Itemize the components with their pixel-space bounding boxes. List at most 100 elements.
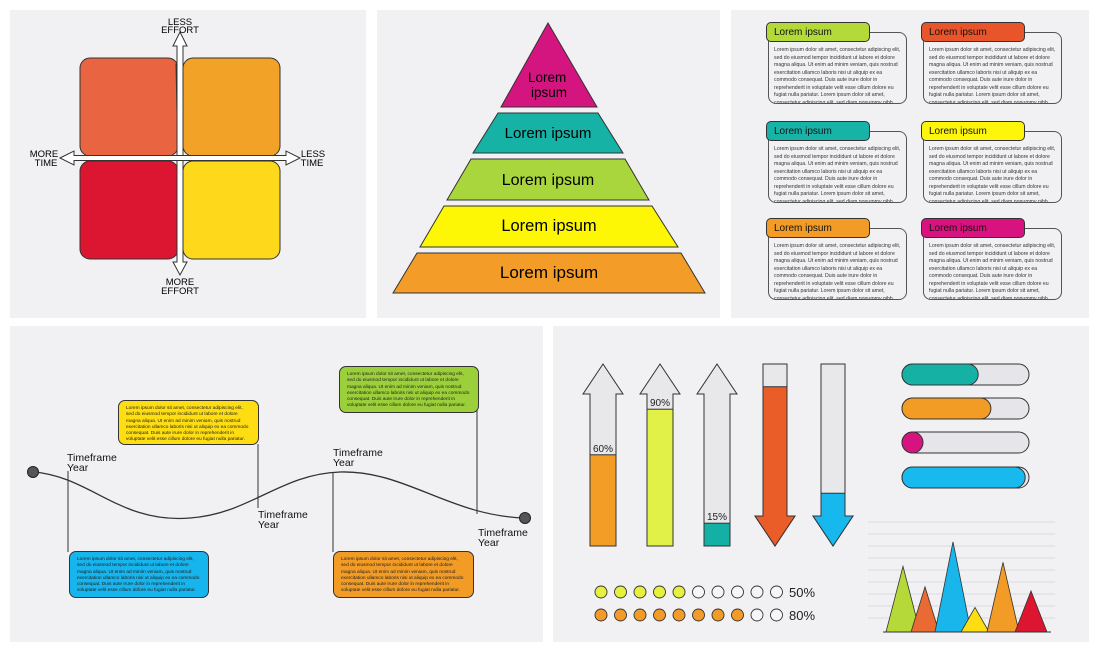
card-body-text: Lorem ipsum dolor sit amet, consectetur … [774, 47, 901, 103]
card-title: Lorem ipsum [766, 22, 870, 42]
timeframe-label-1-line2: Year [67, 462, 89, 474]
pyramid-label-1-line1: Lorem [528, 70, 566, 85]
timeline-box-green: Lorem ipsum dolor sit amet, consectetur … [339, 366, 479, 413]
timeframe-label-2-line1: Timeframe [258, 509, 308, 521]
rating-dot [672, 608, 686, 622]
card-title: Lorem ipsum [766, 121, 870, 141]
timeframe-label-1-line1: Timeframe [67, 452, 117, 464]
pyramid-label-5: Lorem ipsum [500, 263, 598, 282]
top-label-line1: LESS [168, 17, 192, 28]
rating-dot [750, 585, 764, 599]
rating-dot [633, 608, 647, 622]
pyramid-label-1: Lorem ipsum [528, 70, 570, 100]
rating-dot [614, 585, 627, 599]
right-label-line1: LESS [301, 149, 325, 160]
rating-dot [750, 608, 764, 622]
chart-peak [1014, 589, 1048, 633]
quadrant-panel: LESS EFFORT MORE EFFORT MORE TIME LESS T… [10, 10, 366, 318]
timeline-box-orange: Lorem ipsum dolor sit amet, consectetur … [333, 551, 474, 598]
card-title: Lorem ipsum [921, 218, 1025, 238]
cards-panel: Lorem ipsum dolor sit amet, consectetur … [731, 10, 1089, 318]
top-label-line2: EFFORT [161, 25, 199, 36]
chart-peak [934, 541, 972, 633]
quadrant-bottom-left [79, 160, 179, 260]
timeline-panel: Timeframe Year Timeframe Year Timeframe … [10, 326, 543, 642]
info-card: Lorem ipsum dolor sit amet, consectetur … [768, 131, 907, 203]
pyramid-level-3 [446, 158, 650, 201]
up-arrow-fill [589, 454, 617, 547]
effort-axis-arrow [172, 30, 188, 277]
pyramid-diagram: Lorem ipsum Lorem ipsum Lorem ipsum Lore… [392, 21, 706, 294]
rating-dot [653, 608, 666, 622]
timeline-start-dot [27, 466, 39, 478]
timeframe-label-1: Timeframe Year [67, 452, 117, 474]
pyramid-level-1 [500, 21, 598, 108]
pyramid-label-2: Lorem ipsum [505, 125, 592, 142]
card-title: Lorem ipsum [921, 22, 1025, 42]
timeframe-label-4: Timeframe Year [478, 527, 528, 549]
left-label-line1: MORE [30, 149, 59, 160]
rating-dot [594, 608, 608, 622]
info-card: Lorem ipsum dolor sit amet, consectetur … [923, 228, 1062, 300]
left-label-line2: TIME [35, 158, 58, 169]
pyramid-level-5 [392, 252, 706, 294]
rating-dot [692, 608, 705, 622]
card-title: Lorem ipsum [921, 121, 1025, 141]
card-body-text: Lorem ipsum dolor sit amet, consectetur … [929, 47, 1056, 103]
rating-dot [653, 585, 666, 599]
timeline-box-yellow: Lorem ipsum dolor sit amet, consectetur … [118, 400, 259, 445]
card-title: Lorem ipsum [766, 218, 870, 238]
rating-dot [594, 585, 608, 599]
timeframe-label-3-line2: Year [333, 457, 355, 469]
rating-dot [770, 585, 783, 599]
rating-dot [731, 585, 744, 599]
pyramid-label-1-line2: ipsum [531, 85, 567, 100]
pyramid-panel: Lorem ipsum Lorem ipsum Lorem ipsum Lore… [377, 10, 720, 318]
timeframe-label-4-line1: Timeframe [478, 527, 528, 539]
rating-dot [770, 608, 783, 622]
timeframe-label-2-line2: Year [258, 519, 280, 531]
up-arrow-percent-label: 60% [593, 444, 613, 455]
info-card: Lorem ipsum dolor sit amet, consectetur … [768, 32, 907, 104]
chart-peak [986, 562, 1020, 633]
time-axis-arrow [58, 150, 302, 166]
timeline-box-blue: Lorem ipsum dolor sit amet, consectetur … [69, 551, 209, 598]
timeline-end-dot [519, 512, 531, 524]
card-body-text: Lorem ipsum dolor sit amet, consectetur … [929, 243, 1056, 299]
info-card: Lorem ipsum dolor sit amet, consectetur … [768, 228, 907, 300]
up-arrow-percent-label: 90% [650, 398, 670, 409]
info-card: Lorem ipsum dolor sit amet, consectetur … [923, 32, 1062, 104]
infographic-panel: 60% 90% 15% 50% 80% [553, 326, 1089, 642]
pyramid-label-3: Lorem ipsum [502, 172, 594, 189]
card-body-text: Lorem ipsum dolor sit amet, consectetur … [774, 146, 901, 202]
progress-fill [901, 397, 992, 420]
rating-dot [633, 585, 647, 599]
down-arrow-fill [754, 386, 796, 547]
timeline-curve [27, 409, 531, 552]
pyramid-level-4 [419, 205, 679, 248]
up-arrow-percent-label: 15% [707, 512, 727, 523]
timeframe-label-2: Timeframe Year [258, 509, 308, 531]
progress-fill [901, 431, 924, 454]
info-card: Lorem ipsum dolor sit amet, consectetur … [923, 131, 1062, 203]
card-body-text: Lorem ipsum dolor sit amet, consectetur … [774, 243, 901, 299]
bottom-label-line2: EFFORT [161, 286, 199, 297]
timeframe-label-3: Timeframe Year [333, 448, 383, 469]
rating-dot [711, 585, 725, 599]
arrow-gauges: 60% 90% 15% 50% 80% [582, 363, 1055, 633]
rating-dot [711, 608, 725, 622]
rating-dot [692, 585, 705, 599]
right-label-line2: TIME [301, 158, 324, 169]
progress-fill [901, 466, 1026, 489]
quadrant-top-left [79, 57, 179, 157]
card-body-text: Lorem ipsum dolor sit amet, consectetur … [929, 146, 1056, 202]
quadrant-bottom-right [182, 160, 281, 260]
timeframe-label-4-line2: Year [478, 537, 500, 549]
progress-fill [901, 363, 979, 386]
pyramid-label-4: Lorem ipsum [501, 217, 596, 235]
down-arrow-fill [812, 492, 854, 547]
dot-row-percent-label: 80% [789, 608, 815, 623]
rating-dot [672, 585, 686, 599]
quadrant-top-right [182, 57, 281, 157]
dot-row-percent-label: 50% [789, 585, 815, 600]
